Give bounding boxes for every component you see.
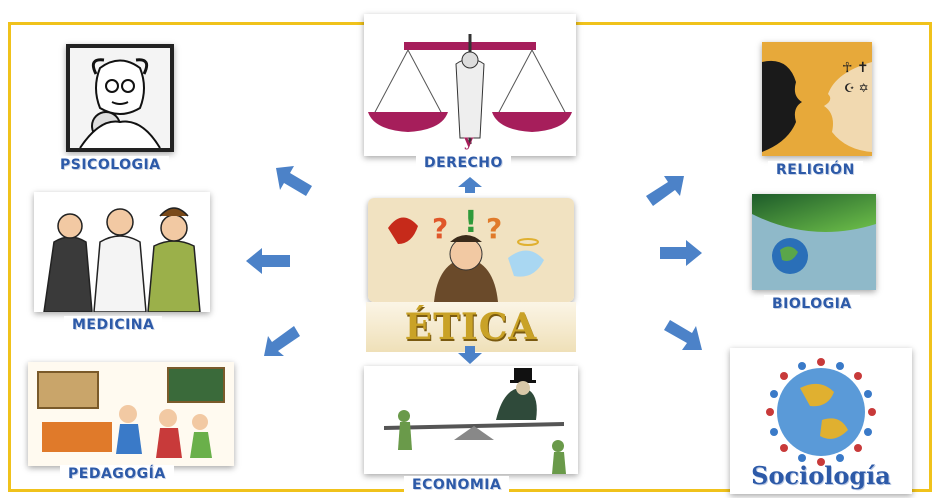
economia-image xyxy=(364,366,578,474)
derecho-label: DERECHO xyxy=(416,154,511,172)
etica-image: ? ! ? xyxy=(368,198,574,302)
arrow-right-biologia-icon xyxy=(660,240,702,266)
svg-text:?: ? xyxy=(486,212,502,245)
medicina-image xyxy=(34,192,210,312)
religion-label: RELIGIÓN xyxy=(768,161,863,179)
etica-title: ÉTICA xyxy=(366,302,576,352)
svg-text:?: ? xyxy=(432,212,448,245)
pedagogia-image xyxy=(28,362,234,466)
sociologia-image: Sociología xyxy=(730,348,912,494)
arrow-downright-sociologia-icon xyxy=(664,320,702,350)
arrow-upright-religion-icon xyxy=(646,176,684,206)
pedagogia-label: PEDAGOGÍA xyxy=(60,465,174,483)
derecho-image: y xyxy=(364,14,576,156)
arrow-left-medicina-icon xyxy=(246,248,290,274)
psicologia-label: PSICOLOGIA xyxy=(52,156,169,174)
arrow-down-economia-icon xyxy=(458,346,482,364)
arrow-up-derecho-icon xyxy=(458,177,482,193)
derecho-scale-letter: y xyxy=(463,131,474,150)
sociologia-label: Sociología xyxy=(751,461,891,490)
medicina-label: MEDICINA xyxy=(64,316,163,334)
biologia-label: BIOLOGIA xyxy=(764,295,860,313)
biologia-image xyxy=(752,194,876,290)
psicologia-image xyxy=(66,44,174,152)
arrow-upleft-psicologia-icon xyxy=(276,166,312,196)
arrow-downleft-pedagogia-icon xyxy=(264,326,300,356)
svg-text:!: ! xyxy=(464,205,478,240)
economia-label: ECONOMIA xyxy=(404,476,510,494)
religion-image: ☥ ✝ ☪ ✡ xyxy=(762,42,872,156)
svg-text:☥ ✝: ☥ ✝ xyxy=(842,60,869,76)
svg-text:☪ ✡: ☪ ✡ xyxy=(844,81,869,95)
